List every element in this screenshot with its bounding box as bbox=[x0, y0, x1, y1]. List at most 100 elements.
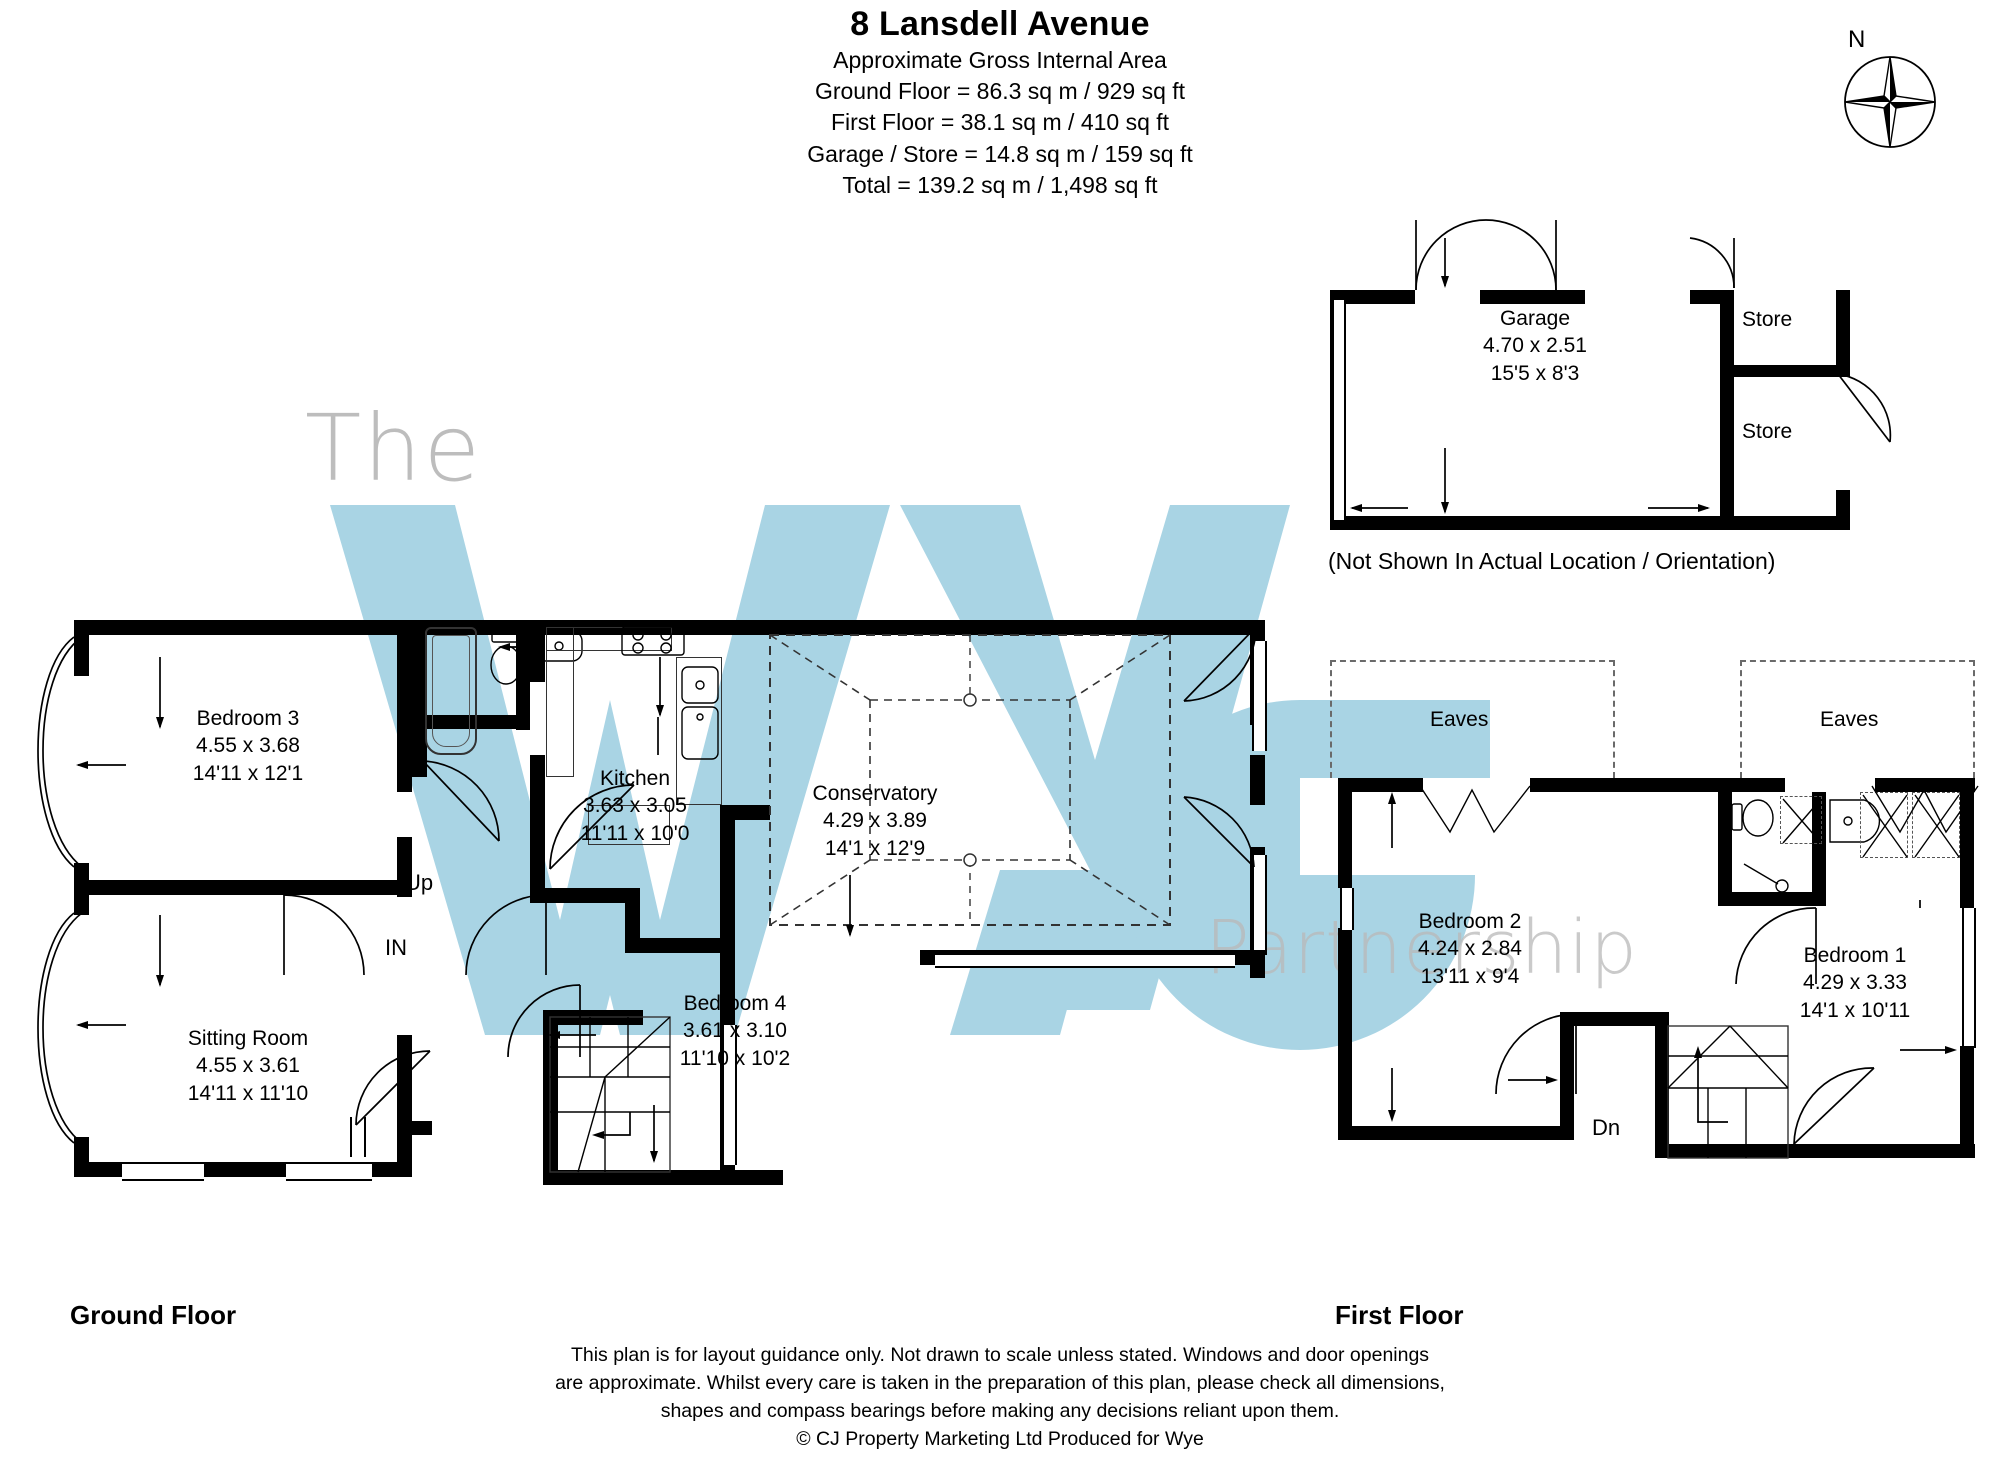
footer-line-1: This plan is for layout guidance only. N… bbox=[570, 1344, 1430, 1367]
footer-copyright: © CJ Property Marketing Ltd Produced for… bbox=[796, 1428, 1204, 1451]
gf-wall-kitchen-left-top bbox=[530, 620, 545, 682]
room-label-bedroom-2: Bedroom 2 4.24 x 2.84 13'11 x 9'4 bbox=[1418, 910, 1522, 988]
gf-door-swing-stairs bbox=[507, 984, 581, 1058]
ff-wall-bottom-right bbox=[1655, 1144, 1975, 1158]
ff-door-swing-bedroom1 bbox=[1793, 1067, 1875, 1145]
ff-wall-bedroom2-right-lower bbox=[1560, 1012, 1574, 1140]
page-title: 8 Lansdell Avenue bbox=[850, 5, 1150, 43]
watermark-the: The bbox=[305, 395, 483, 502]
room-label-sitting-room: Sitting Room 4.55 x 3.61 14'11 x 11'10 bbox=[187, 1027, 309, 1105]
gf-door-swing-bath bbox=[422, 760, 500, 842]
gf-wall-bath-left bbox=[412, 620, 427, 730]
wardrobe-icon-2 bbox=[1912, 792, 1960, 858]
bathtub-icon bbox=[425, 627, 477, 755]
ff-window-bedroom1-right bbox=[1962, 908, 1976, 1048]
conservatory-roof-outline bbox=[769, 634, 1171, 926]
gf-wall-bottom-pier bbox=[204, 1162, 286, 1177]
ff-wall-landing-right bbox=[1655, 1012, 1669, 1158]
gf-door-swing-conservatory-side bbox=[1183, 796, 1255, 868]
ff-wall-left-lower bbox=[1338, 928, 1352, 1140]
gf-wall-kitchen-lower-left bbox=[530, 825, 545, 903]
area-total: Total = 139.2 sq m / 1,498 sq ft bbox=[842, 171, 1158, 198]
shower-head-icon bbox=[1743, 863, 1789, 893]
marker-up: Up bbox=[405, 870, 434, 895]
ground-floor-label: Ground Floor bbox=[70, 1300, 237, 1330]
garage-wall-bottom bbox=[1330, 516, 1850, 530]
ff-wall-left-upper bbox=[1338, 778, 1352, 888]
gf-wall-bedroom3-right bbox=[397, 620, 412, 792]
gf-window-conservatory-bottom bbox=[935, 953, 1235, 968]
garage-wall-top-left bbox=[1330, 290, 1415, 304]
bathtub-inner bbox=[432, 635, 470, 747]
header: 8 Lansdell Avenue Approximate Gross Inte… bbox=[0, 4, 2000, 201]
garage-door-opening bbox=[1332, 300, 1346, 520]
staircase-first bbox=[1667, 1025, 1789, 1159]
ff-wall-right-upper bbox=[1960, 778, 1974, 908]
gf-wall-hall-left bbox=[397, 1035, 412, 1177]
gf-wall-kitchen-bottom-left bbox=[530, 888, 640, 903]
ff-window-bedroom2-left bbox=[1340, 888, 1354, 930]
ff-wall-right-lower bbox=[1960, 1046, 1974, 1156]
gf-wall-bedroom3-right-lower bbox=[397, 837, 412, 897]
gf-wall-bath-bottom bbox=[412, 715, 530, 729]
garage-wall-store-right-top bbox=[1836, 290, 1850, 366]
hob-icon bbox=[621, 626, 685, 656]
garage-top-door-swing-right bbox=[1485, 219, 1557, 291]
ground-floor-plan: Up IN bbox=[37, 605, 1267, 1265]
ff-wall-bath-bottom bbox=[1718, 892, 1826, 906]
eaves-area-right bbox=[1740, 660, 1975, 778]
room-label-kitchen: Kitchen 3.63 x 3.05 11'11 x 10'0 bbox=[580, 767, 690, 845]
gf-dimension-arrows bbox=[76, 643, 854, 1163]
gf-wall-kitchen-bottom bbox=[625, 938, 735, 953]
ff-dimension-arrows bbox=[1388, 792, 1957, 1122]
gf-wall-kitchen-step bbox=[625, 888, 640, 952]
ff-wall-top-mid bbox=[1530, 778, 1785, 792]
garage-top-door-swing-left bbox=[1415, 219, 1487, 291]
garage-wall-store-divider-h bbox=[1720, 365, 1850, 377]
garage-wall-top-mid bbox=[1480, 290, 1585, 304]
gf-wall-top-left-stub bbox=[74, 620, 134, 635]
room-label-conservatory: Conservatory 4.29 x 3.89 14'1 x 12'9 bbox=[812, 782, 938, 860]
gf-window-sitting-room-2 bbox=[286, 1162, 372, 1181]
gf-window-conservatory-right-2 bbox=[1252, 855, 1267, 955]
gf-wall-bottom-left-stub bbox=[74, 1162, 122, 1177]
first-floor-plan: Eaves Eaves bbox=[1320, 660, 1980, 1270]
header-subtitle: Approximate Gross Internal Area bbox=[833, 46, 1167, 73]
compass-north-label: N bbox=[1848, 26, 1866, 53]
ff-roof-line-right bbox=[1871, 785, 1979, 834]
footer-line-3: shapes and compass bearings before makin… bbox=[660, 1399, 1340, 1422]
garage-wall-store-divider-v bbox=[1720, 290, 1734, 516]
ff-wall-bottom-left bbox=[1338, 1126, 1573, 1140]
room-label-bedroom-3: Bedroom 3 4.55 x 3.68 14'11 x 12'1 bbox=[192, 707, 304, 785]
room-label-bedroom-1: Bedroom 1 4.29 x 3.33 14'1 x 10'11 bbox=[1799, 944, 1911, 1022]
ff-door-swing-bath bbox=[1735, 907, 1817, 985]
gf-wall-hall-top-stub bbox=[74, 880, 134, 895]
ff-wall-landing-top bbox=[1560, 1012, 1665, 1026]
garage-dimension-arrows bbox=[1350, 238, 1710, 514]
compass-rose-icon: N bbox=[1838, 26, 1958, 148]
ff-wall-top-right bbox=[1875, 778, 1975, 792]
garage-block: Garage 4.70 x 2.51 15'5 x 8'3 Store Stor… bbox=[1330, 219, 1892, 540]
room-label-bedroom-4: Bedroom 4 3.61 x 3.10 11'10 x 10'2 bbox=[679, 992, 791, 1070]
gf-wall-entrance-stub bbox=[412, 1121, 432, 1135]
marker-down: Dn bbox=[1592, 1115, 1621, 1140]
kitchen-unit-lower bbox=[588, 805, 670, 845]
room-label-store-1: Store bbox=[1742, 308, 1793, 331]
gf-window-conservatory-right-1 bbox=[1252, 641, 1267, 751]
gf-window-sitting-room-1 bbox=[122, 1162, 204, 1181]
store-lower-door-swing bbox=[1837, 373, 1892, 443]
ff-roof-line-left bbox=[1419, 785, 1531, 834]
gf-door-swing-hall-1 bbox=[283, 894, 365, 976]
gf-wall-kitchen-right bbox=[720, 805, 735, 953]
area-first-floor: First Floor = 38.1 sq m / 410 sq ft bbox=[830, 109, 1170, 136]
gf-bay-window-sitting-room bbox=[37, 912, 83, 1144]
eaves-area-left bbox=[1330, 660, 1615, 778]
toilet-icon-first-floor bbox=[1731, 799, 1774, 837]
gf-wall-left-top bbox=[74, 620, 89, 676]
kitchen-counter-right bbox=[676, 657, 722, 805]
ff-door-swing-bedroom2 bbox=[1495, 1013, 1577, 1095]
first-floor-label: First Floor bbox=[1335, 1300, 1464, 1330]
area-ground-floor: Ground Floor = 86.3 sq m / 929 sq ft bbox=[814, 78, 1186, 105]
gf-wall-kitchen-right-stub bbox=[720, 805, 770, 820]
gf-wall-bedroom3-sitting-divider bbox=[74, 880, 412, 895]
